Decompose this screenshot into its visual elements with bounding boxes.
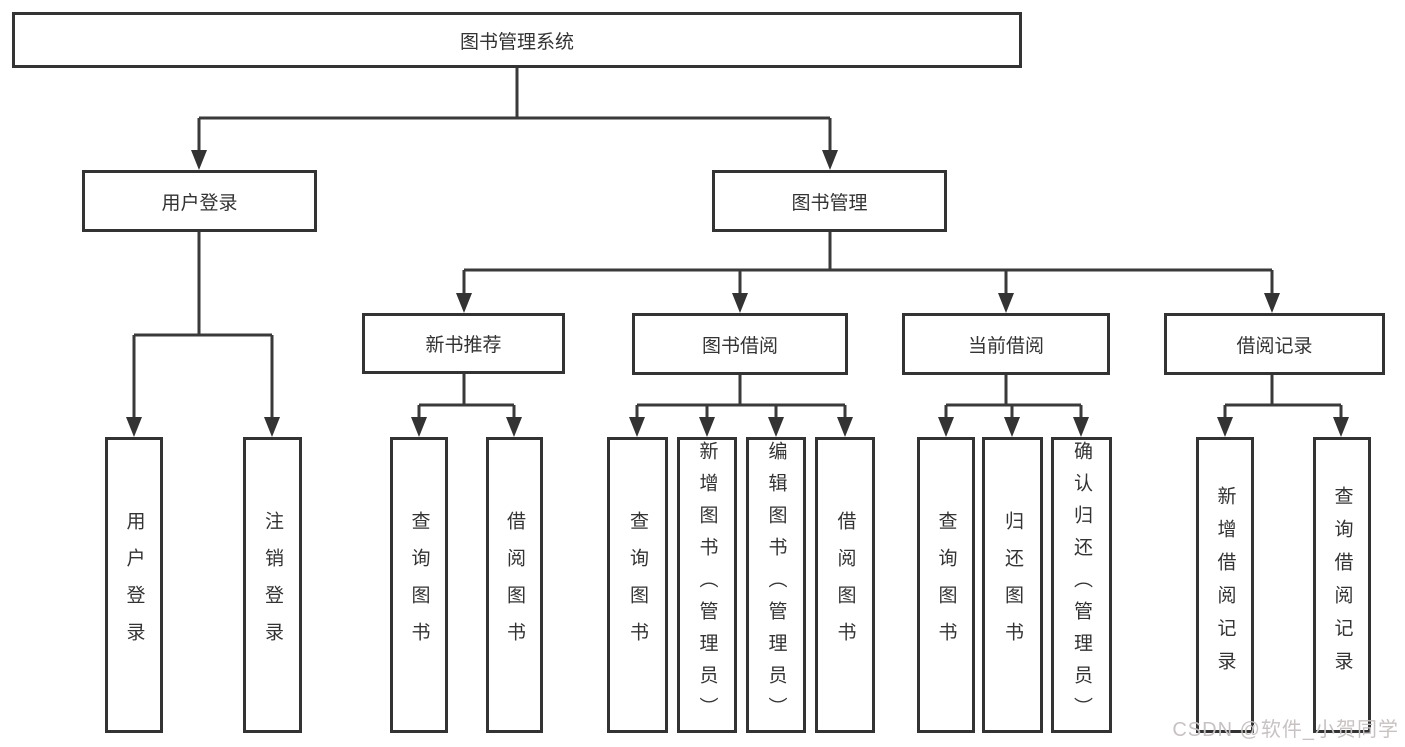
node-current-borrow: 当前借阅 <box>902 313 1110 375</box>
node-user-login: 用户登录 <box>82 170 317 232</box>
leaf-add-book-admin: 新增图书（管理员） <box>677 437 737 733</box>
leaf-logout: 注销登录 <box>243 437 302 733</box>
leaf-query-borrow-record: 查询借阅记录 <box>1313 437 1371 733</box>
leaf-recommend-borrow-book: 借阅图书 <box>486 437 543 733</box>
leaf-edit-book-admin: 编辑图书（管理员） <box>746 437 806 733</box>
leaf-borrow-book: 借阅图书 <box>815 437 875 733</box>
node-book-management: 图书管理 <box>712 170 947 232</box>
leaf-borrow-query-book: 查询图书 <box>607 437 668 733</box>
node-borrow-record: 借阅记录 <box>1164 313 1385 375</box>
csdn-watermark: CSDN @软件_小贺同学 <box>1172 719 1399 741</box>
leaf-recommend-query-book: 查询图书 <box>390 437 448 733</box>
leaf-add-borrow-record: 新增借阅记录 <box>1196 437 1254 733</box>
node-root-system: 图书管理系统 <box>12 12 1022 68</box>
leaf-return-book: 归还图书 <box>982 437 1043 733</box>
node-new-book-recommend: 新书推荐 <box>362 313 565 374</box>
leaf-confirm-return-admin: 确认归还（管理员） <box>1051 437 1112 733</box>
node-book-borrow: 图书借阅 <box>632 313 848 375</box>
leaf-user-login: 用户登录 <box>105 437 163 733</box>
leaf-current-query-book: 查询图书 <box>917 437 975 733</box>
